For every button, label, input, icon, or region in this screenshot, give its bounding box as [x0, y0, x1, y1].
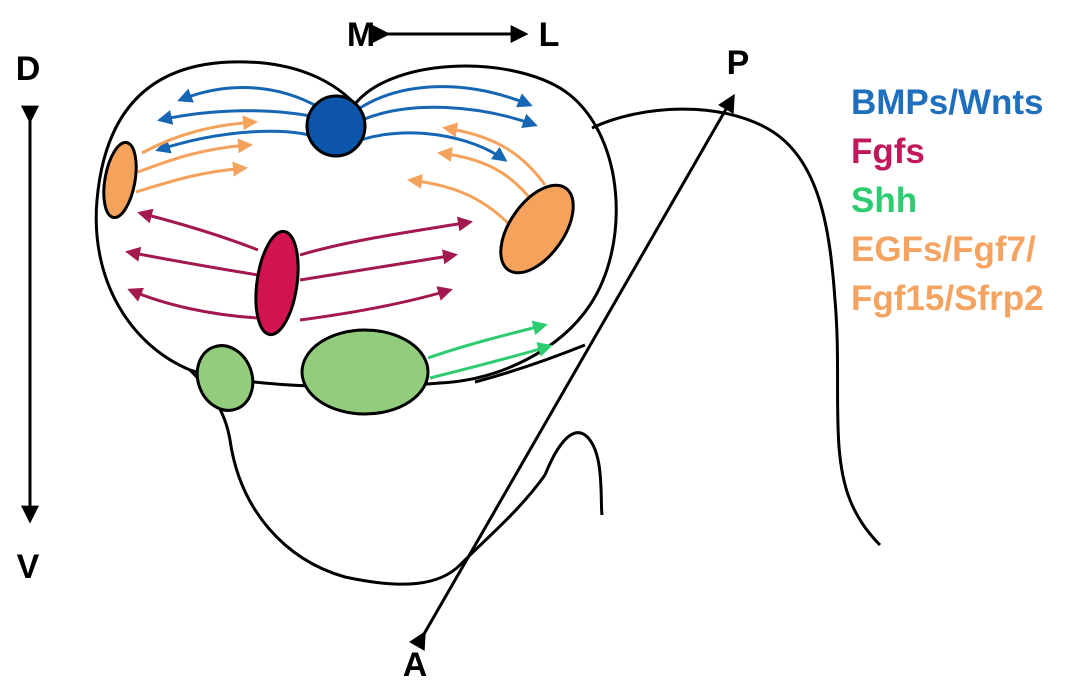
bmp-wnt-source	[307, 96, 365, 156]
legend: BMPs/Wnts Fgfs Shh EGFs/Fgf7/ Fgf15/Sfrp…	[851, 78, 1044, 323]
ventral-label: V	[17, 548, 40, 586]
anterior-label: A	[403, 646, 428, 684]
ap-axis: A P	[403, 44, 750, 684]
dorsal-label: D	[16, 50, 41, 88]
posterior-contour	[592, 109, 880, 545]
inner-contour	[545, 433, 602, 515]
legend-egfs-line2: Fgf15/Sfrp2	[851, 274, 1044, 323]
legend-egfs-line1: EGFs/Fgf7/	[851, 225, 1044, 274]
posterior-label: P	[727, 44, 750, 82]
legend-shh: Shh	[851, 176, 1044, 225]
legend-fgfs: Fgfs	[851, 127, 1044, 176]
legend-bmp-wnt: BMPs/Wnts	[851, 78, 1044, 127]
egf-source-right	[486, 173, 588, 286]
fgf-source	[250, 229, 304, 338]
shh-arrows	[428, 325, 550, 378]
dv-axis: D V	[16, 50, 41, 586]
shh-source-small	[188, 338, 261, 418]
ml-axis: M L	[347, 16, 560, 54]
lateral-label: L	[539, 16, 560, 54]
medial-label: M	[347, 16, 375, 54]
shh-source-large	[302, 330, 428, 414]
